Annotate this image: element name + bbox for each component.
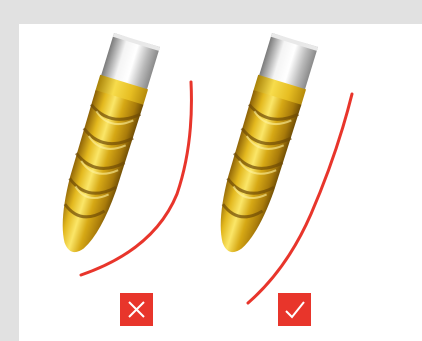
correct-badge — [278, 293, 311, 326]
incorrect-badge — [120, 293, 153, 326]
content-panel — [19, 24, 422, 341]
tool-flutes — [48, 90, 143, 259]
check-icon — [278, 293, 311, 326]
right-end-mill-icon — [206, 33, 319, 259]
cross-icon — [120, 293, 153, 326]
left-end-mill-icon — [48, 33, 161, 259]
comparison-illustration — [19, 24, 422, 341]
tool-flutes — [206, 90, 301, 259]
